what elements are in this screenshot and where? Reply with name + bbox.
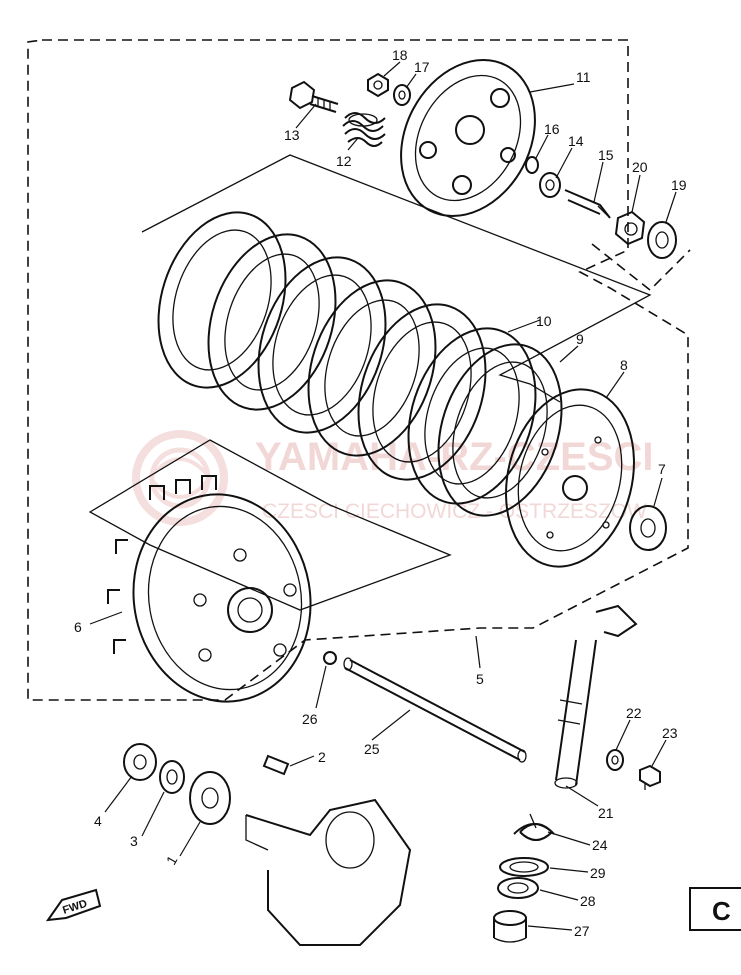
nut-20 xyxy=(614,210,646,246)
washer-3 xyxy=(159,760,185,794)
part-label-23: 23 xyxy=(662,725,678,741)
part-label-13: 13 xyxy=(284,127,300,143)
part-label-3: 3 xyxy=(130,833,138,849)
plate-stack-outline xyxy=(141,154,652,403)
section-tag: C xyxy=(689,887,741,931)
part-label-10: 10 xyxy=(536,313,552,329)
part-label-14: 14 xyxy=(568,133,584,149)
bearing-14 xyxy=(539,172,561,198)
oil-seal-29 xyxy=(499,857,549,877)
screw-23 xyxy=(639,764,661,790)
section-tag-letter: C xyxy=(712,896,731,926)
crankshaft xyxy=(245,798,412,946)
ring-16 xyxy=(525,156,539,174)
part-label-21: 21 xyxy=(598,805,614,821)
part-label-2: 2 xyxy=(318,749,326,765)
part-label-17: 17 xyxy=(414,59,430,75)
part-label-26: 26 xyxy=(302,711,318,727)
part-label-7: 7 xyxy=(658,461,666,477)
nut-4 xyxy=(123,743,157,781)
watermark-line-1: YAMAHA-RZ-CZESCI xyxy=(255,435,654,479)
part-label-25: 25 xyxy=(364,741,380,757)
part-label-15: 15 xyxy=(598,147,614,163)
spring-12 xyxy=(342,112,386,147)
primary-drive-gear-1 xyxy=(189,771,231,825)
part-label-11: 11 xyxy=(576,69,591,85)
part-label-16: 16 xyxy=(544,121,560,137)
fwd-arrow: FWD xyxy=(45,888,102,922)
pressure-plate-11 xyxy=(400,58,536,218)
part-label-1: 1 xyxy=(163,853,181,868)
part-label-4: 4 xyxy=(94,813,102,829)
part-label-8: 8 xyxy=(620,357,628,373)
watermark-logo xyxy=(132,430,228,526)
part-label-18: 18 xyxy=(392,47,408,63)
dashed-subgroup-19-20 xyxy=(591,243,691,292)
part-label-6: 6 xyxy=(74,619,82,635)
key-2 xyxy=(262,754,290,776)
part-label-22: 22 xyxy=(626,705,642,721)
part-label-27: 27 xyxy=(574,923,590,939)
dashed-group-outline xyxy=(27,39,689,701)
part-label-12: 12 xyxy=(336,153,352,169)
part-label-24: 24 xyxy=(592,837,608,853)
part-labels: 11 18 17 13 12 16 14 15 20 19 10 9 8 7 6… xyxy=(74,47,687,939)
friction-plate-9 xyxy=(437,343,563,517)
lock-washer-7 xyxy=(629,505,667,551)
push-rod-15 xyxy=(564,189,611,219)
bearing-28 xyxy=(497,877,539,899)
clutch-boss-8 xyxy=(505,388,635,568)
push-rod-25 xyxy=(343,657,527,763)
hub-outline xyxy=(88,439,452,611)
part-label-20: 20 xyxy=(632,159,648,175)
lock-washer-19 xyxy=(647,221,677,259)
ball-26 xyxy=(323,651,337,665)
washer-17 xyxy=(393,84,411,106)
bushing-27 xyxy=(493,910,527,943)
part-label-5: 5 xyxy=(476,671,484,687)
leader-lines xyxy=(89,61,677,931)
washer-22 xyxy=(606,749,624,771)
nut-18 xyxy=(367,72,389,98)
clutch-housing-6 xyxy=(107,475,312,703)
part-label-19: 19 xyxy=(671,177,687,193)
spring-24 xyxy=(513,813,555,841)
push-lever-shaft-21 xyxy=(554,604,638,789)
part-label-29: 29 xyxy=(590,865,606,881)
part-label-28: 28 xyxy=(580,893,596,909)
bolt-13 xyxy=(288,80,339,113)
part-label-9: 9 xyxy=(576,331,584,347)
